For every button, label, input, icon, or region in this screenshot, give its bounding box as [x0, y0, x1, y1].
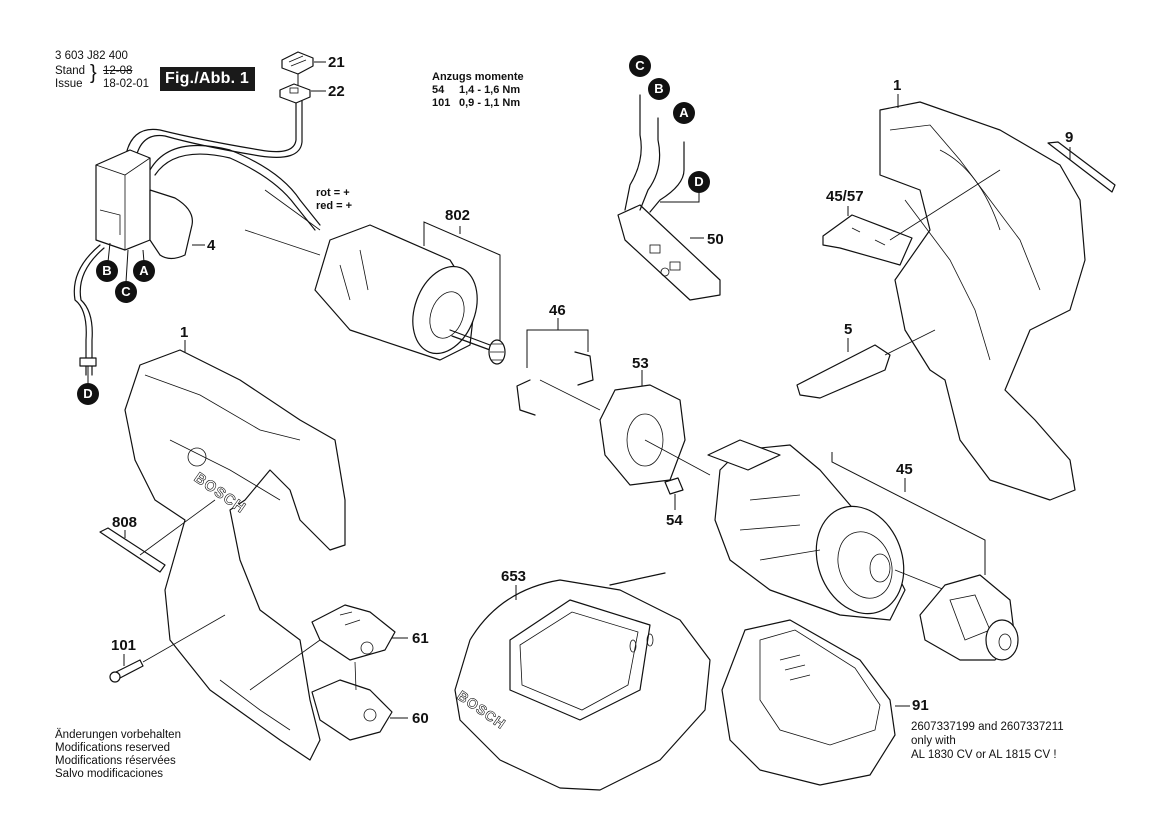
disclaimer-en: Modifications reserved [55, 742, 171, 754]
callout-91[interactable]: 91 [912, 697, 929, 714]
stand-label: Stand [55, 65, 86, 77]
disclaimer-de: Änderungen vorbehalten [55, 729, 181, 741]
callout-808[interactable]: 808 [112, 514, 138, 531]
pcb-badge-a: A [673, 102, 695, 124]
part-21-switch-cap [281, 51, 326, 75]
stand-value: 12-08 [103, 65, 133, 77]
part-1-housing-left [99, 340, 346, 761]
issue-value: 18-02-01 [103, 78, 150, 90]
brace-icon: } [90, 62, 97, 84]
callout-46[interactable]: 46 [549, 302, 566, 319]
callout-1-left[interactable]: 1 [180, 324, 189, 341]
torque-row-part: 101 [432, 97, 451, 109]
part-53-flange [599, 370, 711, 510]
part-61-60-latch [249, 604, 408, 741]
callout-1-right[interactable]: 1 [893, 77, 902, 94]
part-4-trigger-switch [73, 149, 205, 383]
wire-note-de: rot = + [316, 187, 350, 199]
callout-5[interactable]: 5 [844, 321, 853, 338]
part-802-motor [244, 189, 506, 365]
callout-101[interactable]: 101 [111, 637, 137, 654]
torque-row-value: 0,9 - 1,1 Nm [459, 97, 521, 109]
part-number: 3 603 J82 400 [55, 50, 128, 62]
callout-9[interactable]: 9 [1065, 129, 1074, 146]
part-91-battery [721, 619, 910, 786]
callout-45[interactable]: 45 [896, 461, 913, 478]
callout-22[interactable]: 22 [328, 83, 345, 100]
connector-badge-a: A [133, 260, 155, 282]
callout-61[interactable]: 61 [412, 630, 429, 647]
part-46-clips [516, 318, 601, 416]
callout-53[interactable]: 53 [632, 355, 649, 372]
connector-badge-c: C [115, 281, 137, 303]
callout-60[interactable]: 60 [412, 710, 429, 727]
part-45-gearbox [707, 439, 1019, 661]
disclaimer-es: Salvo modificaciones [55, 768, 164, 780]
issue-label: Issue [55, 78, 83, 90]
pcb-badge-c: C [629, 55, 651, 77]
connector-badge-b: B [96, 260, 118, 282]
callout-45-57[interactable]: 45/57 [826, 188, 864, 205]
part-1-housing-right [796, 94, 1116, 501]
connector-badge-d: D [77, 383, 99, 405]
pcb-badge-d: D [688, 171, 710, 193]
torque-title: Anzugs momente [432, 71, 524, 83]
pcb-badge-b: B [648, 78, 670, 100]
callout-54[interactable]: 54 [666, 512, 683, 529]
battery-note-only-with: only with [911, 735, 956, 747]
figure-label: Fig./Abb. 1 [160, 67, 255, 91]
callout-653[interactable]: 653 [501, 568, 527, 585]
callout-802[interactable]: 802 [445, 207, 471, 224]
part-50-electronics-board [617, 94, 721, 301]
disclaimer-fr: Modifications réservées [55, 755, 176, 767]
callout-21[interactable]: 21 [328, 54, 345, 71]
callout-50[interactable]: 50 [707, 231, 724, 248]
wire-note-en: red = + [316, 200, 353, 212]
part-22-led-board [124, 74, 326, 231]
part-653-charger [454, 572, 711, 791]
callout-4[interactable]: 4 [207, 237, 216, 254]
torque-row-value: 1,4 - 1,6 Nm [459, 84, 521, 96]
battery-note-part-numbers: 2607337199 and 2607337211 [911, 721, 1064, 733]
torque-row-part: 54 [432, 84, 445, 96]
battery-note-models: AL 1830 CV or AL 1815 CV ! [911, 749, 1057, 761]
